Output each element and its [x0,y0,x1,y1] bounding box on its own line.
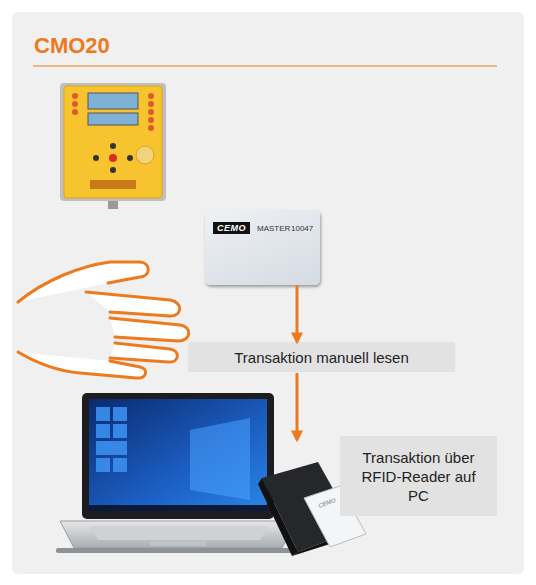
laptop-illustration [56,393,300,553]
rfid-card: CEMO MASTER10047 [205,210,320,285]
title-rule [33,66,497,67]
card-type: MASTER [257,224,290,233]
step-text: Transaktion über RFID-Reader auf PC [340,448,497,505]
flow-arrow [296,373,299,440]
step-text: Transaktion manuell lesen [234,348,409,367]
diagram-title: CMO20 [34,33,110,59]
card-number: 10047 [291,224,313,233]
hand-outline [18,262,189,378]
controller-device [60,83,166,209]
flow-arrow [296,285,299,342]
step-label: Transaktion über RFID-Reader auf PC [340,436,497,516]
card-logo: CEMO [213,222,250,234]
panel-background [12,12,524,574]
step-label: Transaktion manuell lesen [188,342,455,372]
